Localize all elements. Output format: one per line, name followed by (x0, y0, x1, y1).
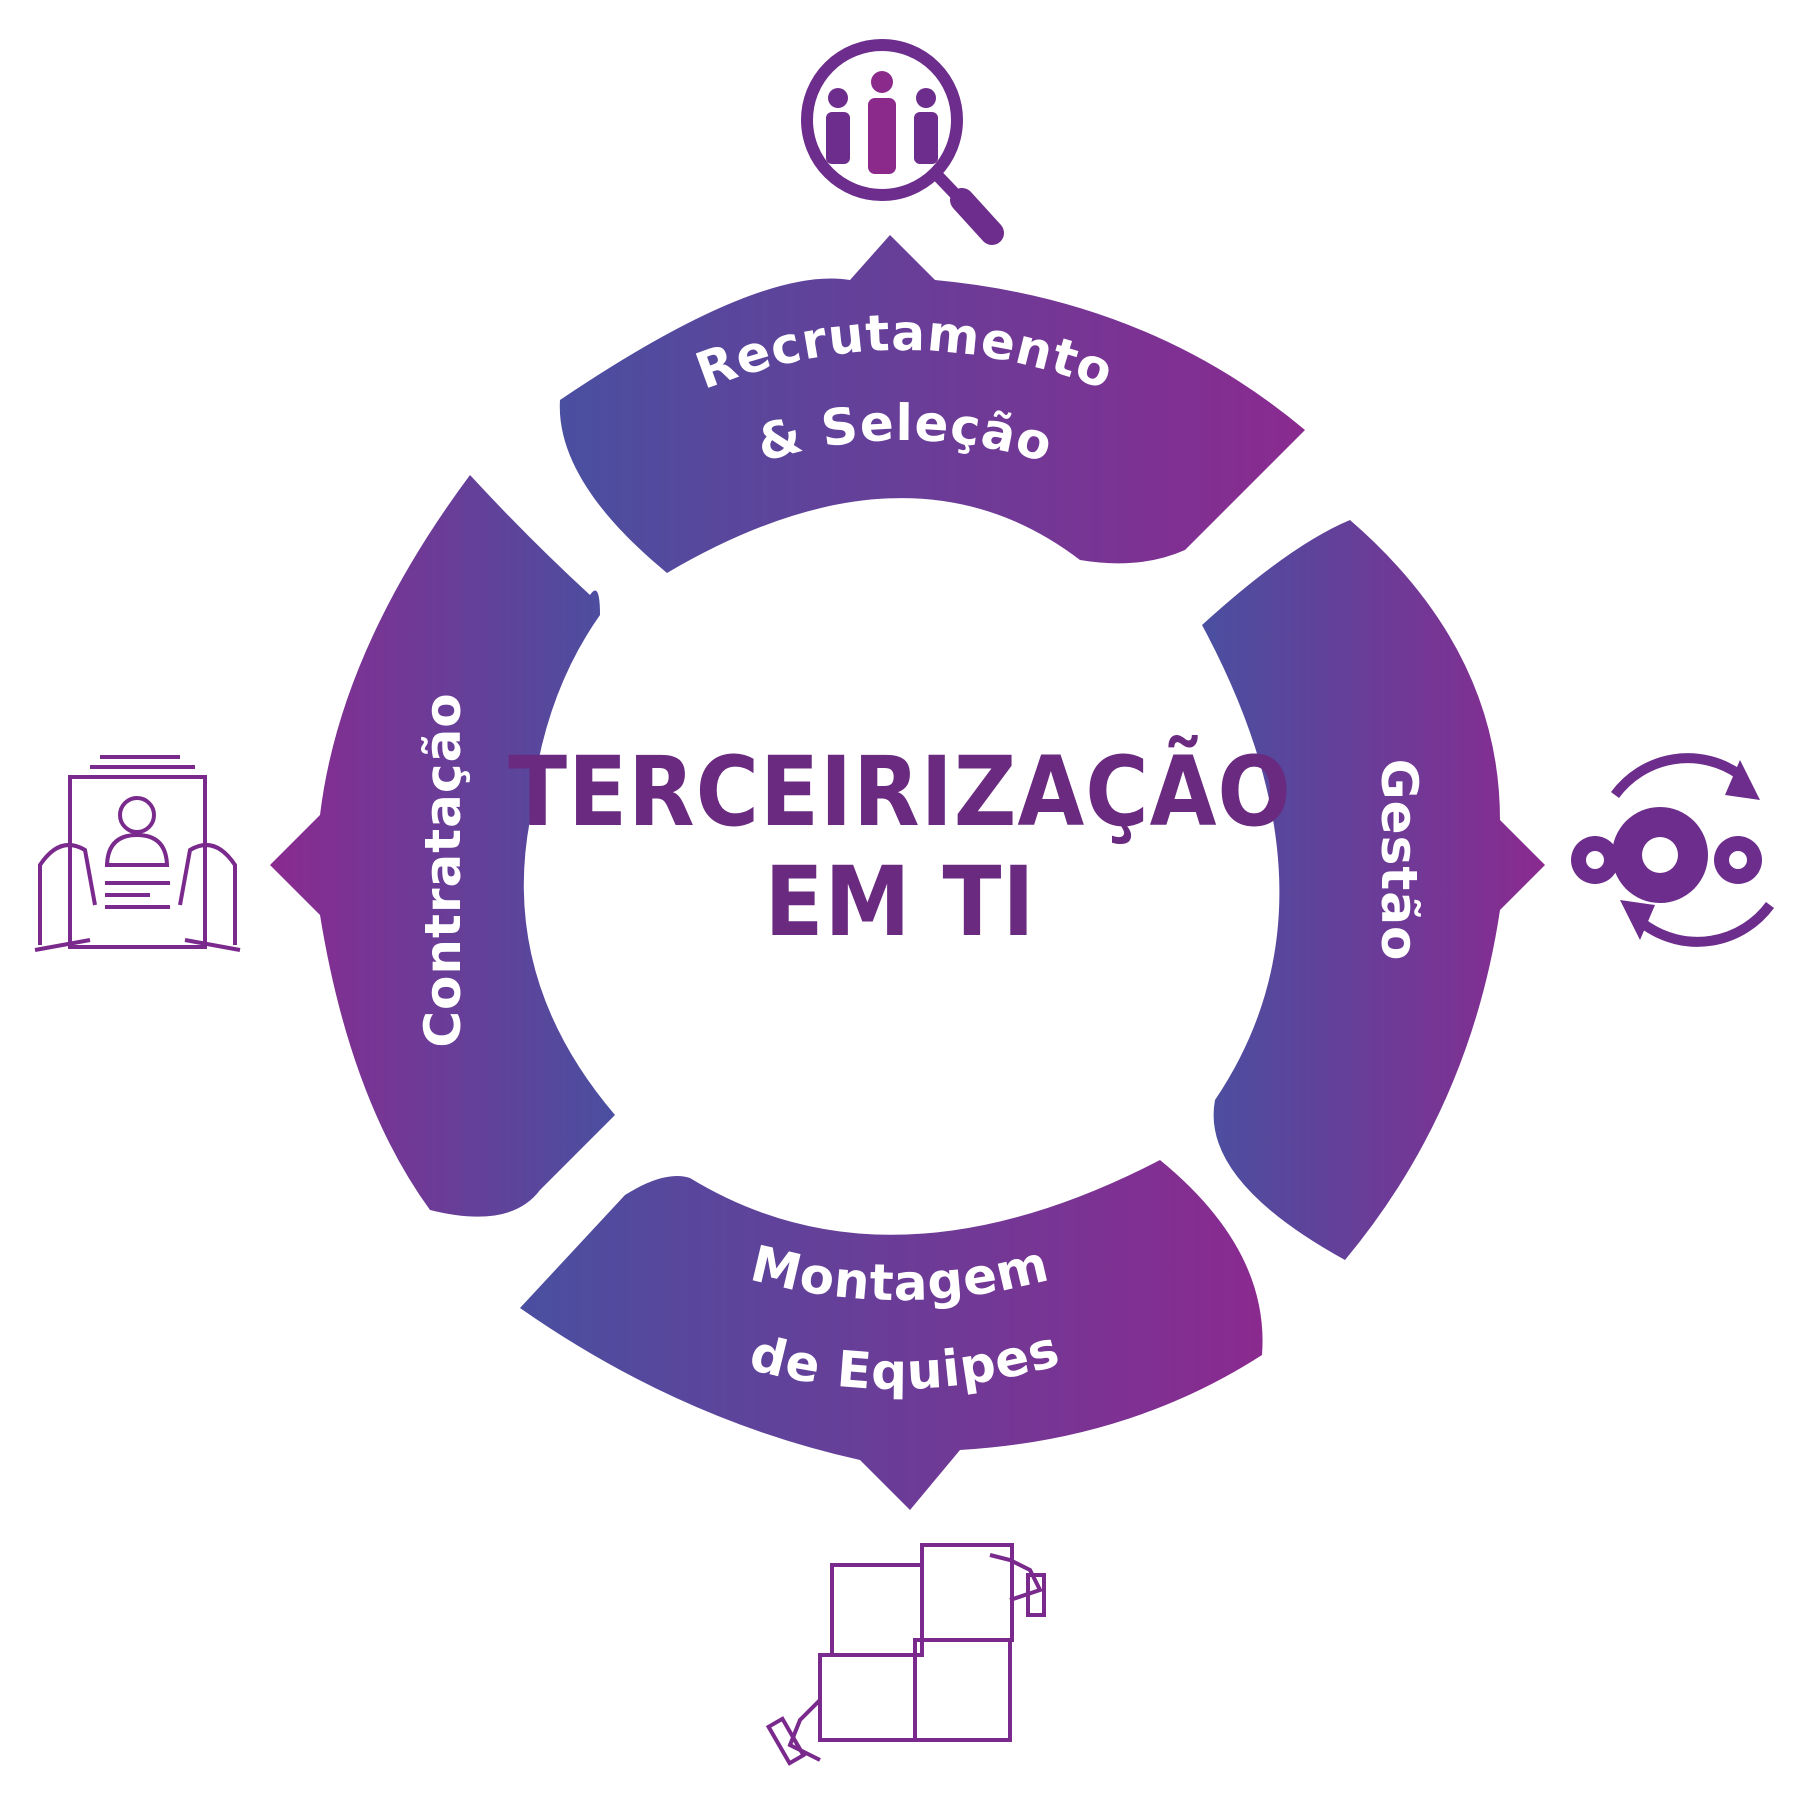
segment-recrutamento-shape (559, 235, 1305, 573)
segment-montagem: Montagem de Equipes (520, 1160, 1263, 1510)
resume-hands-icon (34, 755, 241, 952)
people-search-icon (801, 39, 1004, 245)
segment-gestao-shape (1202, 520, 1545, 1260)
segment-recrutamento: Recrutamento & Seleção (559, 235, 1305, 573)
segment-montagem-shape (520, 1160, 1263, 1510)
segment-gestao: Gestão (1202, 520, 1545, 1260)
segment-contratacao-label: Contratação (414, 692, 472, 1047)
segment-contratacao-shape (270, 475, 615, 1217)
puzzle-hands-icon (765, 1543, 1046, 1766)
segment-gestao-label: Gestão (1370, 759, 1428, 962)
center-title-line2: EM TI (764, 846, 1035, 958)
segment-contratacao: Contratação (270, 475, 615, 1217)
center-title-line1: TERCEIRIZAÇÃO (508, 735, 1292, 848)
center-title: TERCEIRIZAÇÃO EM TI (508, 735, 1292, 958)
gears-cycle-icon (1571, 753, 1775, 947)
